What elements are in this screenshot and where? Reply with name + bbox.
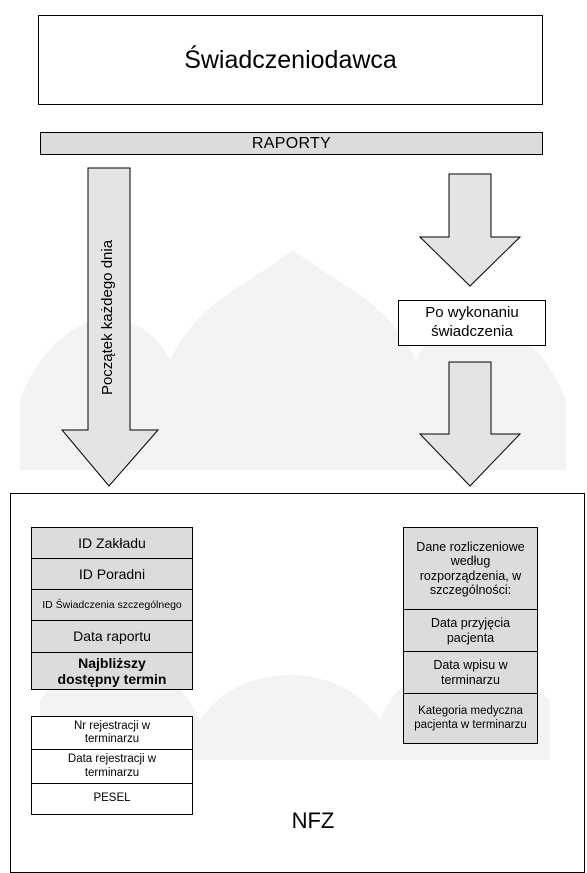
field-poradnia-id: ID Poradni xyxy=(31,559,193,590)
field-entry-date: Data wpisu w terminarzu xyxy=(403,652,538,694)
field-registration-date: Data rejestracji w terminarzu xyxy=(31,750,193,784)
reports-label: RAPORTY xyxy=(251,134,332,152)
left-flow-label: Początek każdego dnia xyxy=(99,239,117,396)
field-pesel: PESEL xyxy=(31,784,193,815)
left-registration-fields: Nr rejestracji w terminarzu Data rejestr… xyxy=(31,716,193,815)
field-nearest-term: Najbliższy dostępny termin xyxy=(31,653,193,690)
left-flow-arrow xyxy=(60,167,160,487)
field-registration-no: Nr rejestracji w terminarzu xyxy=(31,716,193,750)
reports-bar: RAPORTY xyxy=(40,132,543,155)
field-medical-category: Kategoria medyczna pacjenta w terminarzu xyxy=(403,694,538,744)
nfz-label: NFZ xyxy=(291,808,335,833)
after-service-label: Po wykonaniu świadczenia xyxy=(425,304,519,340)
field-swiadczenie-id: ID Świadczenia szczególnego xyxy=(31,590,193,621)
provider-title: Świadczeniodawca xyxy=(184,45,397,74)
after-service-box: Po wykonaniu świadczenia xyxy=(398,300,546,346)
right-lower-arrow xyxy=(418,361,522,487)
right-settlement-fields: Dane rozliczeniowe według rozporządzenia… xyxy=(403,527,538,744)
left-report-fields: ID Zakładu ID Poradni ID Świadczenia szc… xyxy=(31,527,193,690)
field-settlement-data: Dane rozliczeniowe według rozporządzenia… xyxy=(403,527,538,610)
field-report-date: Data raportu xyxy=(31,621,193,653)
field-admission-date: Data przyjęcia pacjenta xyxy=(403,610,538,652)
provider-box: Świadczeniodawca xyxy=(38,15,543,105)
field-zaklad-id: ID Zakładu xyxy=(31,527,193,559)
right-upper-arrow xyxy=(418,173,522,287)
